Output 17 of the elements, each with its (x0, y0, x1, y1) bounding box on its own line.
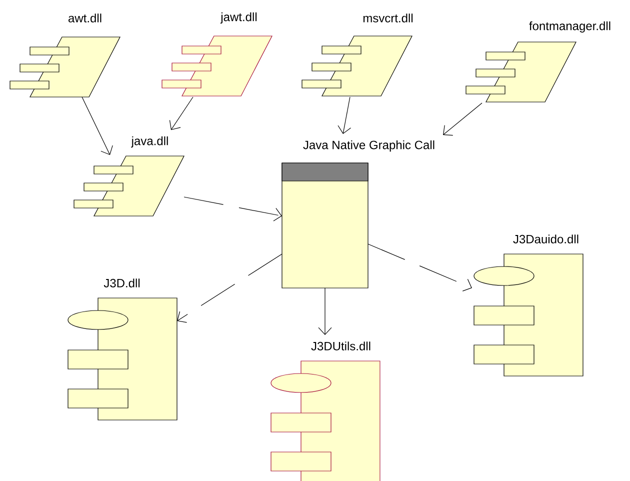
arrow (169, 96, 194, 130)
component-label: J3DUtils.dll (311, 342, 370, 350)
component-label: msvcrt.dll (363, 14, 413, 22)
arrow (177, 254, 282, 323)
component-label: J3Dauido.dll (513, 234, 578, 244)
component-label: fontmanager.dll (529, 21, 610, 33)
component-label: jawt.dll (220, 12, 257, 24)
arrow (368, 244, 472, 292)
arrow (184, 196, 282, 222)
component-label: awt.dll (68, 14, 102, 22)
arrow (338, 96, 352, 134)
component-label: Java Native Graphic Call (303, 140, 434, 152)
component-label: J3D.dll (104, 278, 140, 288)
arrow (443, 102, 482, 136)
arrow (82, 96, 113, 155)
component-label: java.dll (131, 136, 168, 148)
arrow (318, 288, 332, 335)
